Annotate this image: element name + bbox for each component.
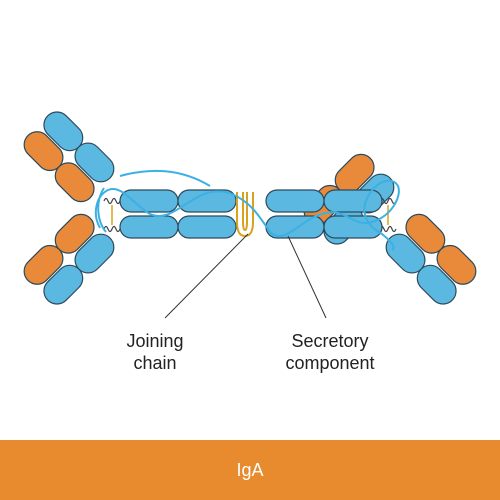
secretory-component-label-line2: component	[285, 353, 375, 373]
left-lower-fab-arm	[18, 208, 120, 311]
joining-chain-leader	[164, 233, 249, 319]
secretory-component	[94, 179, 400, 251]
secretory-component-leader	[287, 235, 327, 319]
secretory-component-arc	[119, 169, 211, 187]
joining-chain-label-line1: Joining	[126, 331, 184, 351]
footer-title: IgA	[236, 459, 264, 480]
joining-chain-label-line2: chain	[133, 353, 177, 373]
right-lower-fab-arm	[380, 208, 482, 311]
footer-bar: IgA	[0, 440, 500, 500]
secretory-component-label: Secretory component	[250, 330, 410, 374]
joining-chain-label: Joining chain	[100, 330, 210, 374]
secretory-component-arc-left	[97, 187, 107, 233]
left-hinge	[103, 197, 121, 233]
left-fc-stem	[119, 189, 237, 239]
joining-chain	[236, 192, 254, 238]
iga-diagram: .dom-blue { fill: #5bb8e0; stroke: #2b4a…	[18, 105, 482, 319]
secretory-component-label-line1: Secretory	[291, 331, 369, 351]
